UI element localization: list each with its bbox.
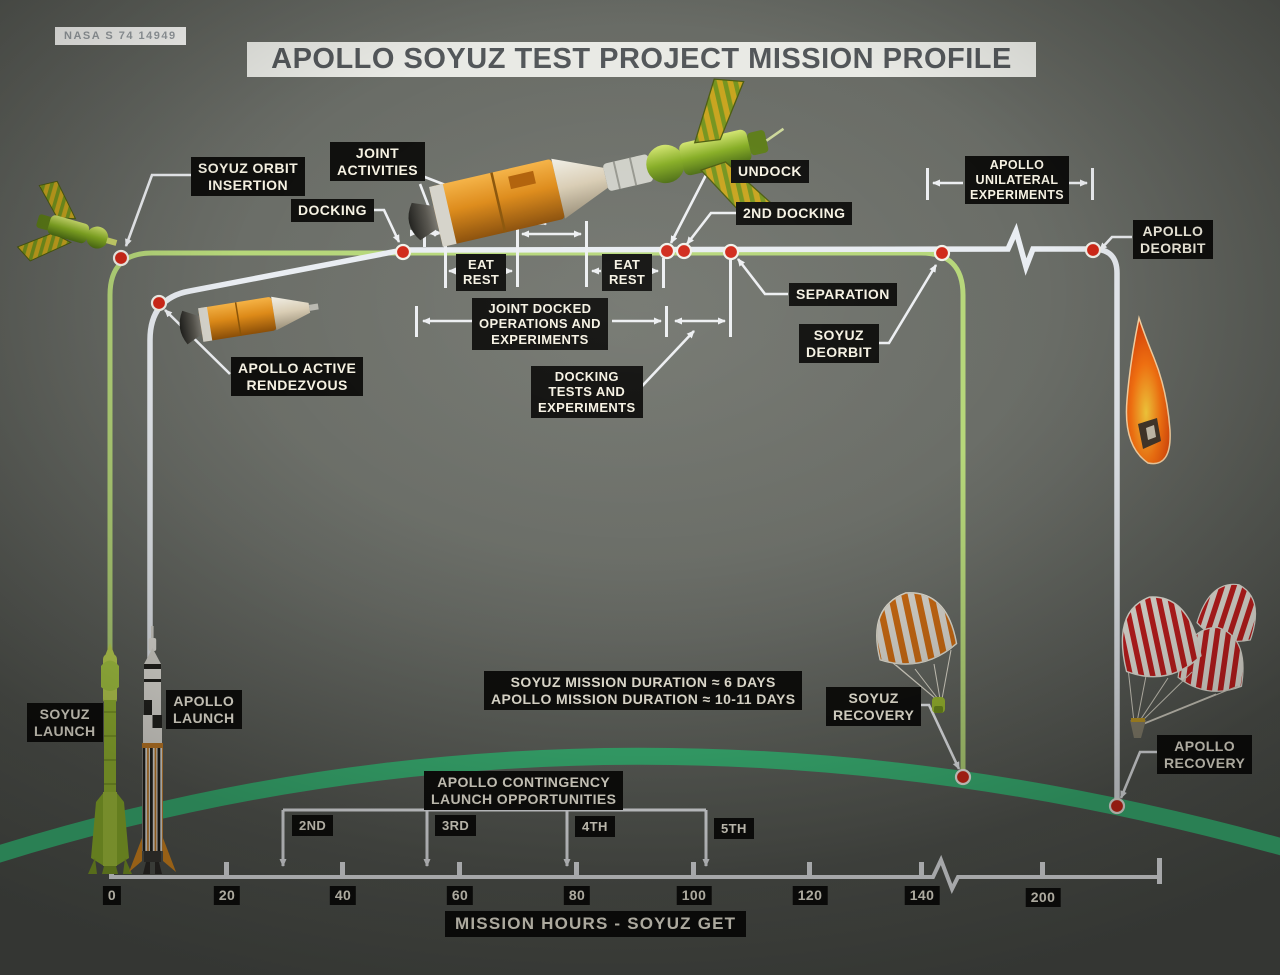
label-apollo-active-rendezvous: APOLLO ACTIVE RENDEZVOUS [231, 357, 364, 397]
apollo-saturn-rocket-illustration [129, 626, 176, 874]
label-joint-docked-operations: JOINT DOCKED OPERATIONS AND EXPERIMENTS [472, 298, 608, 350]
apollo-recovery-parachute-icon [1121, 583, 1257, 738]
separation-dot [722, 243, 740, 261]
label-opportunity-5th: 5TH [714, 818, 754, 840]
label-soyuz-orbit-insertion: SOYUZ ORBIT INSERTION [191, 157, 306, 197]
soyuz-orbit-track [107, 250, 966, 777]
axis-tick-120: 120 [792, 886, 828, 905]
apollo-recovery-dot [1108, 797, 1126, 815]
label-undock: UNDOCK [731, 160, 809, 183]
label-soyuz-deorbit: SOYUZ DEORBIT [799, 324, 879, 364]
docking-dot [394, 243, 412, 261]
label-mission-durations: SOYUZ MISSION DURATION ≈ 6 DAYS APOLLO M… [484, 671, 803, 711]
contingency-bracket [279, 808, 710, 867]
label-apollo-unilateral-experiments: APOLLO UNILATERAL EXPERIMENTS [965, 156, 1069, 205]
axis-tick-80: 80 [563, 886, 591, 905]
axis-tick-40: 40 [329, 886, 357, 905]
label-opportunity-3rd: 3RD [435, 815, 477, 837]
label-soyuz-recovery: SOYUZ RECOVERY [826, 687, 922, 727]
apollo-rendezvous-dot [150, 294, 168, 312]
label-soyuz-launch: SOYUZ LAUNCH [27, 703, 103, 743]
soyuz-recovery-parachute-icon [876, 592, 958, 713]
label-apollo-recovery: APOLLO RECOVERY [1157, 735, 1253, 775]
second-docking-dot [675, 242, 693, 260]
undock-dot [658, 242, 676, 260]
apollo-csm-icon [179, 296, 319, 345]
axis-tick-140: 140 [904, 886, 940, 905]
axis-tick-0: 0 [102, 886, 122, 905]
axis-tick-20: 20 [213, 886, 241, 905]
label-opportunity-4th: 4TH [575, 816, 615, 838]
soyuz-recovery-dot [954, 768, 972, 786]
axis-tick-200: 200 [1025, 888, 1061, 907]
label-joint-activities: JOINT ACTIVITIES [330, 142, 426, 182]
label-docking-tests: DOCKING TESTS AND EXPERIMENTS [531, 366, 643, 418]
label-opportunity-2nd: 2ND [292, 815, 334, 837]
label-eat-rest-1: EAT REST [456, 254, 507, 291]
label-contingency-title: APOLLO CONTINGENCY LAUNCH OPPORTUNITIES [424, 771, 624, 811]
soyuz-rocket-illustration [88, 643, 132, 874]
axis-caption: MISSION HOURS - SOYUZ GET [445, 911, 747, 938]
time-axis [109, 854, 1162, 894]
label-docking: DOCKING [291, 199, 374, 222]
poster-title: APOLLO SOYUZ TEST PROJECT MISSION PROFIL… [247, 42, 1036, 77]
event-dots [112, 241, 1126, 815]
soyuz-orbit-insertion-dot [112, 249, 130, 267]
earth-horizon-band [0, 747, 1280, 863]
label-eat-rest-2: EAT REST [602, 254, 653, 291]
reentry-flame-icon [1125, 315, 1171, 465]
axis-tick-60: 60 [446, 886, 474, 905]
apollo-deorbit-dot [1084, 241, 1102, 259]
apollo-orbit-track [147, 222, 1120, 806]
label-separation: SEPARATION [789, 283, 897, 306]
label-apollo-deorbit: APOLLO DEORBIT [1133, 220, 1213, 260]
axis-tick-100: 100 [676, 886, 712, 905]
nasa-photo-id: NASA S 74 14949 [55, 27, 186, 45]
label-apollo-launch: APOLLO LAUNCH [166, 690, 242, 730]
soyuz-deorbit-dot [933, 244, 951, 262]
label-second-docking: 2ND DOCKING [736, 202, 853, 225]
soyuz-spacecraft-icon [16, 180, 118, 262]
